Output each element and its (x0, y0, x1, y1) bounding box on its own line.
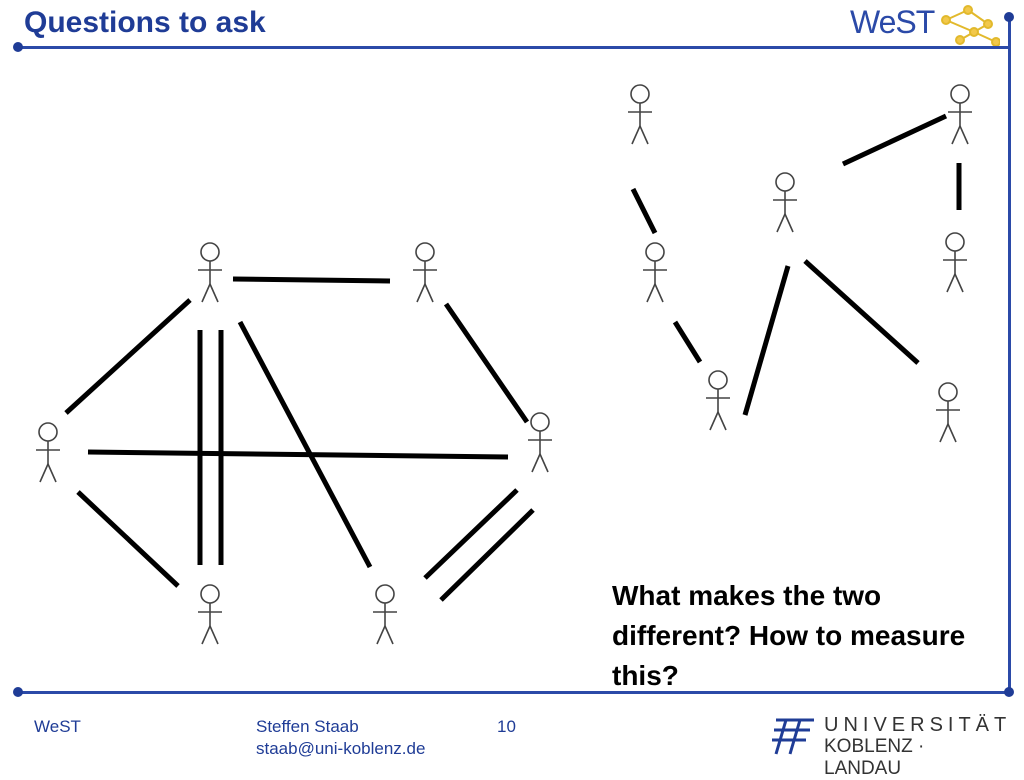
rule-dot (13, 687, 23, 697)
header-rule (18, 46, 1010, 49)
footer-author-block: Steffen Staab staab@uni-koblenz.de (256, 716, 425, 760)
left-network-edges (64, 276, 535, 602)
right-rule (1008, 16, 1011, 692)
west-logo-icon: WeST (850, 2, 1000, 50)
rule-dot (1004, 12, 1014, 22)
footer-email[interactable]: staab@uni-koblenz.de (256, 739, 426, 758)
page-title: Questions to ask (24, 6, 266, 39)
rule-dot (1004, 687, 1014, 697)
university-logo-icon: UNIVERSITÄT KOBLENZ · LANDAU (766, 714, 1006, 779)
right-network-edges (630, 113, 962, 416)
footer-org: WeST (34, 717, 81, 736)
stick-figure-icon (35, 84, 973, 645)
footer-author: Steffen Staab (256, 717, 359, 736)
question-text: What makes the two different? How to mea… (612, 580, 966, 691)
page-number: 10 (497, 717, 516, 736)
network-diagrams (35, 84, 973, 645)
footer-rule (18, 691, 1010, 694)
rule-dot (13, 42, 23, 52)
